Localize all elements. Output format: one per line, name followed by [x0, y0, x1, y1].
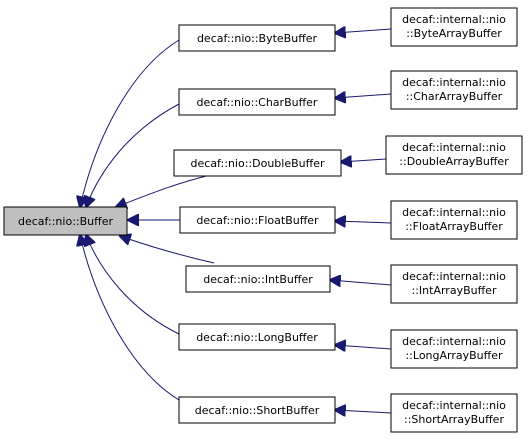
node-short-buffer-label: decaf::nio::ShortBuffer: [195, 404, 320, 417]
node-double-array-buffer[interactable]: decaf::internal::nio ::DoubleArrayBuffer: [385, 135, 523, 175]
node-int-buffer[interactable]: decaf::nio::IntBuffer: [185, 265, 331, 293]
edge-bytearray-to-byte: [335, 29, 392, 33]
node-short-array-buffer[interactable]: decaf::internal::nio ::ShortArrayBuffer: [390, 393, 518, 433]
node-long-array-buffer-line2: ::LongArrayBuffer: [405, 349, 503, 362]
node-double-array-buffer-line2: ::DoubleArrayBuffer: [399, 155, 509, 168]
node-short-array-buffer-line1: decaf::internal::nio: [402, 399, 506, 412]
node-double-array-buffer-line1: decaf::internal::nio: [402, 141, 506, 154]
node-long-array-buffer-line1: decaf::internal::nio: [402, 335, 506, 348]
node-char-array-buffer[interactable]: decaf::internal::nio ::CharArrayBuffer: [390, 70, 518, 110]
edge-floatarray-to-float: [335, 221, 392, 223]
node-long-buffer-label: decaf::nio::LongBuffer: [196, 331, 318, 344]
node-buffer[interactable]: decaf::nio::Buffer: [3, 206, 128, 236]
node-byte-buffer-label: decaf::nio::ByteBuffer: [197, 32, 318, 45]
node-float-array-buffer-line1: decaf::internal::nio: [402, 206, 506, 219]
edges-to-middle: [330, 29, 392, 413]
edge-chararray-to-char: [335, 94, 392, 98]
edge-intarray-to-int: [330, 280, 392, 285]
node-float-buffer-label: decaf::nio::FloatBuffer: [196, 214, 319, 227]
node-double-buffer[interactable]: decaf::nio::DoubleBuffer: [173, 149, 342, 177]
node-int-array-buffer-line2: ::IntArrayBuffer: [412, 284, 497, 297]
node-byte-array-buffer-line2: ::ByteArrayBuffer: [406, 27, 502, 40]
edge-byte-to-buffer: [80, 39, 180, 207]
node-int-array-buffer[interactable]: decaf::internal::nio ::IntArrayBuffer: [390, 264, 518, 304]
edge-double-to-buffer: [116, 174, 211, 207]
node-byte-buffer[interactable]: decaf::nio::ByteBuffer: [178, 24, 336, 52]
edge-short-to-buffer: [80, 235, 180, 401]
node-long-array-buffer[interactable]: decaf::internal::nio ::LongArrayBuffer: [390, 329, 518, 369]
node-int-buffer-label: decaf::nio::IntBuffer: [203, 273, 313, 286]
edge-int-to-buffer: [120, 236, 215, 264]
edge-longarray-to-long: [335, 345, 392, 349]
edge-char-to-buffer: [86, 103, 180, 207]
node-short-array-buffer-line2: ::ShortArrayBuffer: [404, 413, 504, 426]
edge-shortarray-to-short: [335, 410, 392, 413]
node-char-array-buffer-line2: ::CharArrayBuffer: [406, 90, 503, 103]
node-float-array-buffer[interactable]: decaf::internal::nio ::FloatArrayBuffer: [390, 200, 518, 240]
node-float-array-buffer-line2: ::FloatArrayBuffer: [405, 220, 503, 233]
edges-to-root: [80, 39, 215, 401]
node-byte-array-buffer[interactable]: decaf::internal::nio ::ByteArrayBuffer: [390, 7, 518, 47]
node-int-array-buffer-line1: decaf::internal::nio: [402, 270, 506, 283]
node-char-buffer[interactable]: decaf::nio::CharBuffer: [178, 88, 336, 116]
node-byte-array-buffer-line1: decaf::internal::nio: [402, 13, 506, 26]
edge-long-to-buffer: [86, 235, 180, 335]
edge-doublearray-to-double: [341, 159, 387, 162]
node-char-buffer-label: decaf::nio::CharBuffer: [197, 96, 318, 109]
node-float-buffer[interactable]: decaf::nio::FloatBuffer: [179, 206, 336, 234]
node-char-array-buffer-line1: decaf::internal::nio: [402, 76, 506, 89]
node-short-buffer[interactable]: decaf::nio::ShortBuffer: [178, 396, 336, 424]
node-double-buffer-label: decaf::nio::DoubleBuffer: [191, 157, 325, 170]
node-long-buffer[interactable]: decaf::nio::LongBuffer: [178, 323, 336, 351]
node-buffer-label: decaf::nio::Buffer: [18, 215, 113, 228]
